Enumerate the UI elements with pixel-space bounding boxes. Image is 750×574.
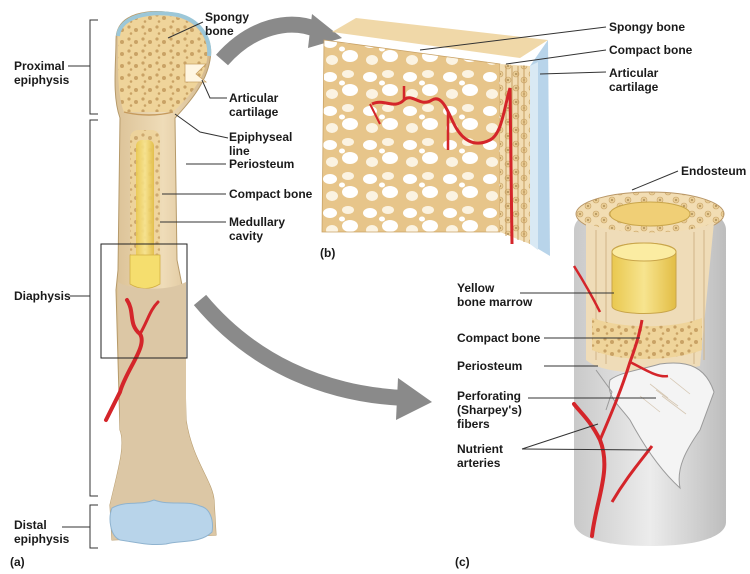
label-spongy-bone-b: Spongy bone <box>609 20 685 34</box>
label-medullary-cavity: Medullary cavity <box>229 215 285 243</box>
proximal-epiphysis-spongy <box>118 15 207 112</box>
label-nutrient-arteries: Nutrient arteries <box>457 442 503 470</box>
label-spongy-bone-a: Spongy bone <box>205 10 249 38</box>
label-compact-bone-b: Compact bone <box>609 43 692 57</box>
panel-label-c: (c) <box>455 555 470 569</box>
panel-c-shaft <box>574 192 726 546</box>
panel-label-b: (b) <box>320 246 335 260</box>
curved-arrow-icon <box>200 300 432 420</box>
label-distal-epiphysis: Distal epiphysis <box>14 518 69 546</box>
label-endosteum: Endosteum <box>681 164 746 178</box>
label-yellow-bone-marrow: Yellow bone marrow <box>457 281 532 309</box>
label-articular-cartilage-a: Articular cartilage <box>229 91 278 119</box>
label-diaphysis: Diaphysis <box>14 289 71 303</box>
label-proximal-epiphysis: Proximal epiphysis <box>14 59 69 87</box>
long-bone <box>101 12 216 545</box>
label-compact-bone-a: Compact bone <box>229 187 312 201</box>
label-epiphyseal-line: Epiphyseal line <box>229 130 292 158</box>
left-brackets <box>62 20 98 548</box>
label-compact-bone-c: Compact bone <box>457 331 540 345</box>
distal-cartilage <box>110 500 212 545</box>
label-periosteum-c: Periosteum <box>457 359 522 373</box>
label-perforating-fibers: Perforating (Sharpey's) fibers <box>457 389 522 431</box>
label-periosteum-a: Periosteum <box>229 157 294 171</box>
cut-marrow <box>130 255 160 289</box>
label-articular-cartilage-b: Articular cartilage <box>609 66 658 94</box>
panel-label-a: (a) <box>10 555 25 569</box>
panel-b-block <box>322 18 550 256</box>
lower-shaft <box>110 282 216 540</box>
